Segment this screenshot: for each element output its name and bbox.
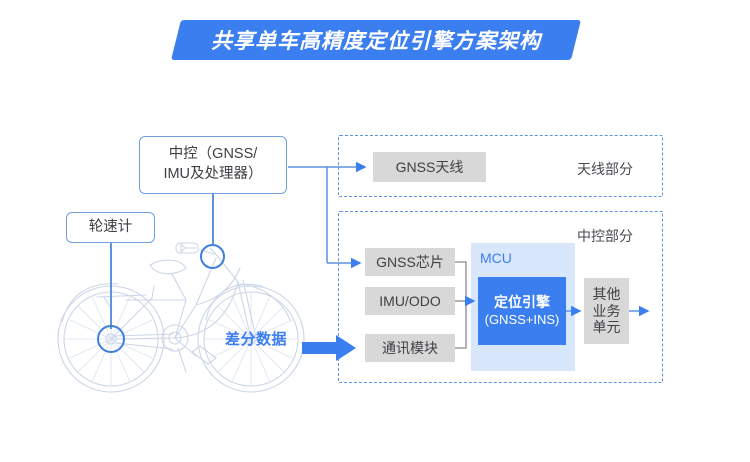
page-title: 共享单车高精度定位引擎方案架构 xyxy=(171,20,581,60)
marker-hub-node xyxy=(97,325,125,353)
callout-lunsuji[interactable]: 轮速计 xyxy=(66,212,155,243)
box-imu-odo[interactable]: IMU/ODO xyxy=(365,287,455,315)
box-gnss-antenna-label: GNSS天线 xyxy=(395,158,464,175)
engine-label-line2: (GNSS+INS) xyxy=(484,311,560,327)
box-other-unit-line2: 业务 xyxy=(592,302,621,319)
box-other-unit-line3: 单元 xyxy=(592,319,621,336)
box-gnss-antenna[interactable]: GNSS天线 xyxy=(373,152,486,182)
box-imu-odo-label: IMU/ODO xyxy=(379,292,441,309)
box-other-business-unit[interactable]: 其他 业务 单元 xyxy=(584,278,629,344)
callout-zhongkong-line2: IMU及处理器） xyxy=(163,166,263,182)
callout-zhongkong-line1: 中控（GNSS/ xyxy=(168,146,258,163)
box-gnss-chip-label: GNSS芯片 xyxy=(376,253,444,270)
mcu-label: MCU xyxy=(480,250,512,266)
section-antenna-label: 天线部分 xyxy=(577,161,633,177)
leader-line-lunsuji xyxy=(110,243,112,329)
callout-lunsuji-label: 轮速计 xyxy=(88,218,133,235)
callout-zhongkong[interactable]: 中控（GNSS/ IMU及处理器） xyxy=(139,136,287,194)
marker-handlebar-node xyxy=(200,244,225,269)
leader-line-zhongkong xyxy=(212,194,214,246)
box-other-unit-line1: 其他 xyxy=(592,286,621,303)
box-comm-module-label: 通讯模块 xyxy=(382,339,438,356)
section-antenna xyxy=(338,135,663,197)
diff-data-label: 差分数据 xyxy=(225,331,288,348)
section-control-label: 中控部分 xyxy=(577,228,633,244)
section-control xyxy=(338,211,663,383)
box-gnss-chip[interactable]: GNSS芯片 xyxy=(365,248,455,276)
box-positioning-engine[interactable]: 定位引擎 (GNSS+INS) xyxy=(478,277,566,345)
engine-label-line1: 定位引擎 xyxy=(494,294,550,311)
box-comm-module[interactable]: 通讯模块 xyxy=(365,334,455,362)
page-title-text: 共享单车高精度定位引擎方案架构 xyxy=(211,30,541,53)
